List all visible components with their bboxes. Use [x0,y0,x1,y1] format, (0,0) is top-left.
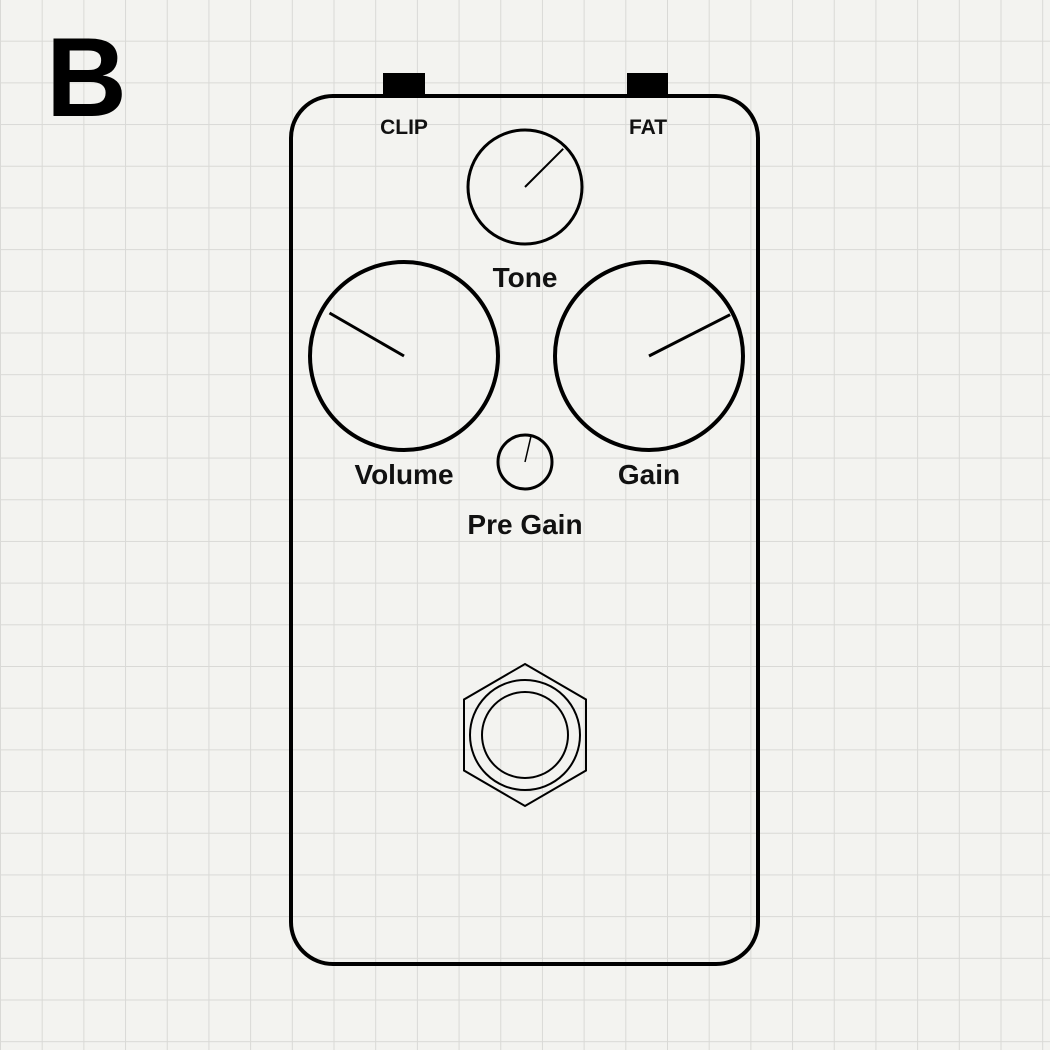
footswitch-button[interactable] [481,691,569,779]
pre-gain-knob[interactable] [496,433,554,491]
pre-gain-label: Pre Gain [467,509,582,540]
pre-gain-knob-body[interactable] [496,433,554,491]
pre-gain-knob-indicator [524,435,532,463]
volume-knob-body[interactable] [308,260,500,452]
pedal-enclosure [289,94,760,966]
tone-label: Tone [493,262,558,293]
volume-knob-indicator [328,311,405,358]
gain-knob-body[interactable] [553,260,745,452]
tone-knob-body[interactable] [466,128,584,246]
footswitch-hex-nut [463,662,587,808]
gain-label: Gain [618,459,680,490]
tone-knob[interactable] [466,128,584,246]
footswitch[interactable] [463,662,587,808]
panel-letter: B [46,15,127,140]
gain-knob[interactable] [553,260,745,452]
tone-knob-indicator [524,148,564,188]
footswitch-outer-ring [469,679,581,791]
fat-switch[interactable] [627,73,668,97]
gain-knob-indicator [648,313,731,358]
clip-switch[interactable] [383,73,425,97]
volume-label: Volume [354,459,453,490]
volume-knob[interactable] [308,260,500,452]
clip-label: CLIP [380,116,428,139]
fat-label: FAT [629,116,667,139]
